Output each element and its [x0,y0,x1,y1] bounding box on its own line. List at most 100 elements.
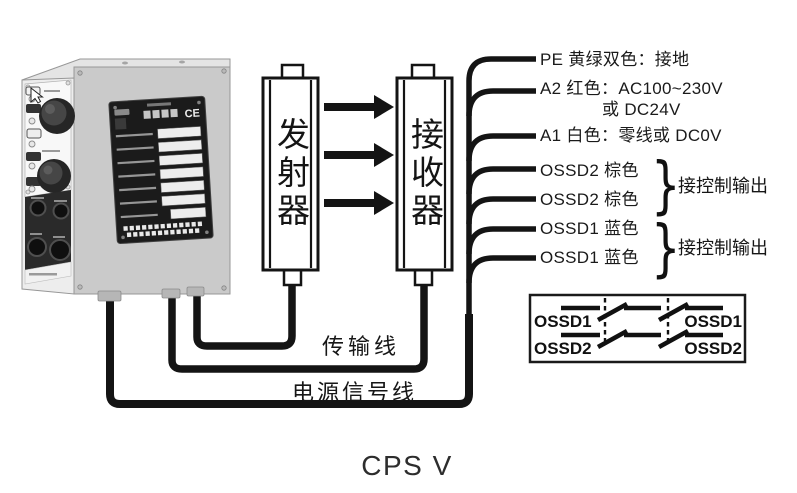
controller-device: CE [21,58,231,302]
transmission-line-label: 传输线 [322,334,401,359]
ossd1-group-label: 接控制输出 [678,238,768,258]
connector-caption-mark [54,200,67,202]
side-screw [77,70,83,76]
spec-value-box [170,207,207,220]
wire-branch-a1 [466,133,536,162]
footer-text-mark [29,273,57,276]
power-signal-cable [106,290,473,408]
panel-caption-mark [42,150,60,152]
wire-label-ossd1-2: OSSD1 蓝色 [540,248,639,267]
ossd1-group-brace: } [651,211,681,285]
wire-label-a1: A1 白色：零线或 DC0V [540,126,722,145]
plate-screw [113,105,117,110]
connector-caption-mark [53,236,65,238]
receiver-top-cap [410,63,436,80]
wire-label-a2: A2 红色：AC100~230V [540,79,723,98]
spec-label-mark [116,146,154,151]
wire-label-ossd1-1: OSSD1 蓝色 [540,219,639,238]
plate-spec-rows [115,126,207,220]
side-screw [221,285,227,291]
ossd2-group-label: 接控制输出 [678,176,768,196]
spec-label-mark [115,132,153,138]
plate-terminal-row [123,221,203,238]
receiver-body [395,76,454,272]
cables [106,56,536,408]
round-connector [29,199,47,217]
panel-screw [65,80,71,86]
wire-branch-ossd2-1 [466,166,536,195]
wire-branch-a2 [466,88,536,117]
hand-cursor-icon [30,86,44,104]
plate-title-char [152,109,160,119]
cable-gland [97,290,122,302]
wire-trunk [466,56,536,320]
receiver-bar [395,63,454,287]
panel-button [26,104,41,113]
plate-title-mark [146,102,172,107]
wire-branch-ossd1-1 [466,226,536,255]
plate-logo-mark [114,108,130,116]
transmission-cable-receiver [168,280,428,373]
plate-title-char [170,108,178,118]
ossd-box-label-row1-left: OSSD1 [534,312,592,331]
wire-branch-ossd2-2 [466,196,536,225]
spec-value-box [160,180,205,193]
panel-led [28,117,36,125]
panel-caption-mark [44,90,60,92]
connector-caption-mark [31,197,44,199]
receiver-label: 接收器 [406,117,444,231]
ossd2-group-brace: } [651,148,681,222]
plate-screw [121,235,125,240]
panel-button [26,152,41,161]
panel-button [26,177,41,186]
ossd2-contact-row [561,329,723,349]
plate-title-char [143,110,151,119]
knob-shine [45,104,55,114]
spec-value-box [158,139,203,153]
spec-value-box [158,153,203,166]
beam-arrows [324,95,394,215]
panel-screw [25,189,31,195]
panel-button [26,128,42,139]
diagram-caption: CPS V [361,450,453,481]
side-screw [77,284,83,290]
transmitter-bar [261,63,320,287]
spec-label-mark [117,159,155,165]
transmitter-top-cap [280,63,305,80]
transmission-cable-transmitter [193,280,296,350]
panel-led [28,185,36,193]
beam-arrow-icon [324,143,394,167]
knob-shine [43,165,53,175]
power-signal-line-label: 电源信号线 [292,380,418,405]
beam-arrow-icon [324,191,394,215]
round-connector [27,237,47,257]
spec-value-box [159,166,204,180]
device-top-hole [122,61,128,65]
ossd1-contact-row [561,302,723,322]
spec-value-box [161,193,206,207]
round-connector [52,202,70,220]
spec-label-mark [120,213,158,219]
spec-label-mark [118,173,156,178]
ossd-box-label-row2-right: OSSD2 [684,339,742,358]
side-screw [221,68,227,74]
ossd-box-label-row1-right: OSSD1 [684,312,742,331]
ce-mark: CE [184,107,200,120]
ossd-box-label-row2-left: OSSD2 [534,339,592,358]
wire-label-pe: PE 黄绿双色：接地 [540,50,690,69]
spec-label-mark [119,200,157,205]
spec-value-box [157,126,202,139]
knob-lower [37,159,71,193]
beam-arrow-icon [324,95,394,119]
round-connector [49,239,71,261]
cable-gland [161,288,181,299]
transmitter-body [261,76,320,272]
wire-label-ossd2-2: OSSD2 棕色 [540,190,639,209]
plate-screw [197,100,201,105]
knob-upper [39,98,75,134]
wire-branch-ossd1-2 [466,255,536,284]
spec-label-mark [119,186,157,192]
cable-gland [186,286,205,297]
